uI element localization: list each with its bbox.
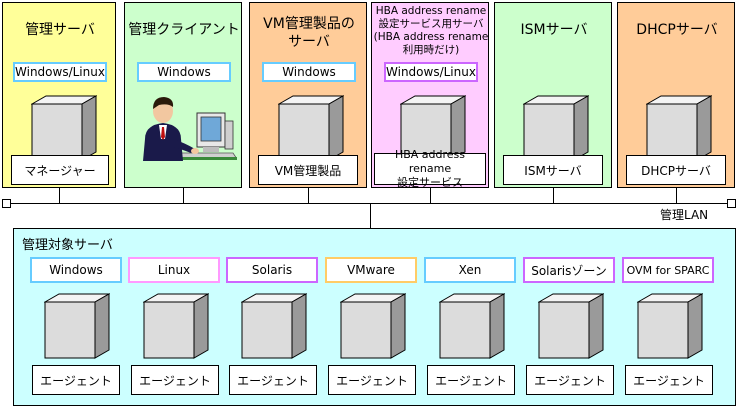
- management-lan-label: 管理LAN: [660, 208, 709, 222]
- os-label-windows-linux: Windows/Linux: [13, 62, 107, 82]
- os-label-windows-linux: Windows/Linux: [384, 62, 478, 82]
- server-icon: [646, 95, 712, 161]
- dhcp-server-panel: DHCPサーバ DHCPサーバ: [617, 2, 735, 188]
- dhcp-server-title: DHCPサーバ: [636, 22, 718, 38]
- server-icon: [637, 293, 703, 359]
- role-ism-server: ISMサーバ: [503, 155, 603, 185]
- role-agent: エージェント: [526, 365, 614, 395]
- vm-management-server-panel: VM管理製品の サーバ Windows VM管理製品: [249, 2, 367, 188]
- os-label-windows: Windows: [262, 62, 356, 82]
- lan-drop-mgmt-server: [59, 188, 60, 203]
- server-icon: [31, 95, 97, 161]
- management-server-title: 管理サーバ: [25, 22, 95, 38]
- ism-server-panel: ISMサーバ ISMサーバ: [494, 2, 612, 188]
- role-hba-address-rename-service: HBA address rename 設定サービス: [374, 148, 486, 189]
- hba-address-rename-server-title: HBA address rename 設定サービス用サーバ (HBA addre…: [373, 5, 489, 56]
- os-label-xen: Xen: [424, 257, 516, 283]
- lan-drop-vm: [308, 188, 309, 203]
- server-icon: [523, 95, 589, 161]
- vm-management-server-title: VM管理製品の サーバ: [263, 16, 355, 50]
- server-icon: [340, 293, 406, 359]
- role-vm-management-product: VM管理製品: [258, 155, 358, 185]
- lan-drop-managed: [370, 203, 371, 228]
- management-lan-line: [10, 203, 729, 204]
- lan-end-right: [727, 199, 736, 208]
- os-label-linux: Linux: [128, 257, 220, 283]
- os-label-solaris: Solaris: [226, 257, 318, 283]
- os-label-vmware: VMware: [325, 257, 417, 283]
- os-label-ovm-for-sparc: OVM for SPARC: [622, 257, 714, 283]
- managed-servers-title: 管理対象サーバ: [22, 238, 113, 253]
- server-icon: [439, 293, 505, 359]
- role-agent: エージェント: [32, 365, 120, 395]
- os-label-windows: Windows: [137, 62, 231, 82]
- person-at-computer-icon: [143, 97, 237, 161]
- lan-drop-ism: [553, 188, 554, 203]
- management-server-panel: 管理サーバ Windows/Linux マネージャー: [2, 2, 116, 188]
- lan-drop-client: [183, 188, 184, 203]
- server-icon: [538, 293, 604, 359]
- lan-drop-hba: [430, 188, 431, 203]
- ism-server-title: ISMサーバ: [520, 22, 588, 38]
- lan-end-left: [2, 199, 11, 208]
- role-agent: エージェント: [328, 365, 416, 395]
- server-icon: [44, 293, 110, 359]
- role-agent: エージェント: [131, 365, 219, 395]
- server-icon: [143, 293, 209, 359]
- server-icon: [278, 95, 344, 161]
- management-client-title: 管理クライアント: [128, 22, 240, 38]
- management-client-panel: 管理クライアント Windows: [124, 2, 242, 188]
- lan-drop-dhcp: [676, 188, 677, 203]
- server-icon: [241, 293, 307, 359]
- role-agent: エージェント: [229, 365, 317, 395]
- os-label-solaris-zone: Solarisゾーン: [523, 257, 615, 283]
- managed-servers-panel: 管理対象サーバ Windows Linux Solaris VMware Xen…: [13, 228, 736, 406]
- role-agent: エージェント: [427, 365, 515, 395]
- role-agent: エージェント: [625, 365, 713, 395]
- role-manager: マネージャー: [11, 155, 109, 185]
- os-label-windows: Windows: [30, 257, 122, 283]
- hba-address-rename-server-panel: HBA address rename 設定サービス用サーバ (HBA addre…: [371, 2, 489, 189]
- role-dhcp-server: DHCPサーバ: [626, 155, 726, 185]
